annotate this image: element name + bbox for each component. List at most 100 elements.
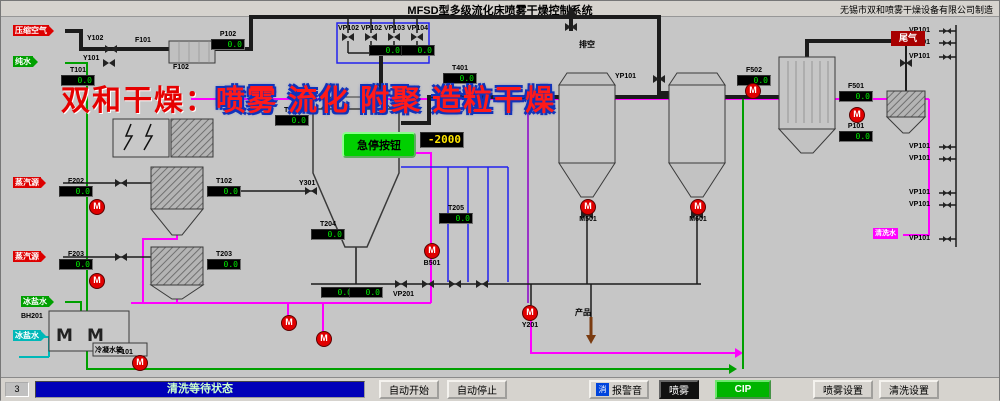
agitator-icons: M M [56, 326, 104, 346]
instrument-tag: P102 [219, 31, 237, 38]
cyclone-r-body [886, 90, 926, 118]
valve-icon [943, 144, 951, 150]
mute-icon: 消 [596, 383, 609, 396]
tag-VP101-8: VP101 [909, 235, 931, 242]
pump-icon[interactable] [132, 355, 148, 371]
fluidbed1-cap [558, 72, 616, 86]
heater-box [112, 118, 170, 158]
pump-icon-M601[interactable]: M601 [689, 199, 707, 223]
valve-icon [105, 45, 117, 53]
pump-icon[interactable] [89, 273, 105, 289]
pump-icon[interactable] [281, 315, 297, 331]
tag-BH201: BH201 [21, 313, 43, 320]
vent-arrowhead [566, 6, 576, 15]
valve-icon [943, 40, 951, 46]
fluidbed2-body [668, 84, 726, 164]
pump-icon-Y201[interactable]: Y201 [522, 305, 538, 329]
right-valve-column [939, 25, 957, 247]
instrument-value: 0.0 [207, 259, 241, 270]
source-steam-2: 蒸汽源 [13, 251, 41, 262]
instrument-value: 0.0 [59, 259, 93, 270]
instrument-value: 0.0 [401, 45, 435, 56]
tag-VP101-1: VP101 [909, 27, 930, 35]
emergency-stop-button[interactable]: 急停按钮 [342, 132, 416, 158]
instrument-valve-display-1: 0.0 [369, 45, 403, 56]
valve-icon [565, 23, 577, 31]
auto-stop-button[interactable]: 自动停止 [447, 380, 507, 399]
tailgas-label: 尾气 [891, 31, 925, 46]
instrument-tag: F203 [68, 251, 84, 258]
valve-icon [115, 179, 127, 187]
pump-icon[interactable] [745, 83, 761, 99]
valve-icon [943, 156, 951, 162]
valve-icon [900, 59, 912, 67]
pump-icon[interactable] [89, 199, 105, 215]
condensate-box [92, 342, 148, 357]
tag-VP101-4: VP101 [909, 143, 931, 150]
product-label: 产品 [575, 308, 591, 317]
tag-Y101: Y101 [83, 55, 100, 62]
baghouse-body [778, 56, 836, 130]
instrument-value: 0.0 [839, 91, 873, 102]
tag-VP201: VP201 [393, 291, 415, 298]
instrument-tag: T401 [452, 65, 468, 72]
tag-VP101-7: VP101 [909, 201, 931, 208]
tag-Y301: Y301 [299, 180, 316, 187]
spray-settings-button[interactable]: 喷雾设置 [813, 380, 873, 399]
valve-icon [395, 280, 407, 288]
clean-settings-button[interactable]: 清洗设置 [879, 380, 939, 399]
tag-VP102a: VP102 [338, 25, 360, 32]
green-water-lines [65, 62, 744, 374]
lightning-icon [123, 123, 154, 151]
pump-tag: M601 [689, 216, 707, 223]
spray-tower-cap [319, 96, 393, 110]
footer-bar: 3 清洗等待状态 自动开始 自动停止 消 报警音 喷雾 CIP 喷雾设置 清洗设… [1, 377, 999, 401]
instrument-value: 0.0 [61, 75, 95, 86]
cip-water-label: 清洗水 [873, 228, 898, 239]
tag-VP103: VP103 [384, 25, 406, 32]
auto-start-button[interactable]: 自动开始 [379, 380, 439, 399]
air-filter-box [168, 40, 216, 64]
svg-text:M: M [87, 326, 104, 346]
instrument-value: 0.0 [275, 115, 309, 126]
valve-icon [103, 59, 115, 67]
valve-icon [943, 202, 951, 208]
pump-icon[interactable] [849, 107, 865, 123]
cip-button[interactable]: CIP [715, 380, 771, 399]
source-compressed-air: 压缩空气 [13, 25, 49, 36]
main-display-value: -2000 [420, 132, 464, 148]
cyclone-b-body [150, 246, 204, 286]
pump-icon-B501[interactable]: B501 [424, 243, 440, 267]
mute-alarm-button[interactable]: 消 报警音 [589, 380, 649, 399]
pipe-magenta-right-drop [903, 99, 930, 236]
valve-icon [422, 280, 434, 288]
pump-tag: B501 [423, 260, 441, 267]
pump-icon[interactable] [316, 331, 332, 347]
pipe-brine [65, 301, 82, 311]
cyclone-a-body [150, 166, 204, 210]
valve-icon [305, 187, 317, 195]
valve-icon [388, 33, 400, 41]
instrument-tag: F502 [746, 67, 762, 74]
valve-icon [342, 33, 354, 41]
page-title: MFSD型多级流化床喷雾干燥控制系统 [407, 5, 593, 17]
cyclone-r-cone [885, 116, 927, 134]
tag-VP101-5: VP101 [909, 155, 931, 162]
valve-icon [449, 280, 461, 288]
pump-tag: Y201 [521, 322, 539, 329]
pump-icon-M501[interactable]: M501 [579, 199, 597, 223]
instrument-value: 0.0 [369, 45, 403, 56]
duct-baghouse-out [805, 39, 891, 57]
spray-button[interactable]: 喷雾 [659, 380, 699, 399]
baghouse-cone [777, 128, 837, 154]
instrument-value: 0.0 [439, 213, 473, 224]
pipe-magenta-cycloneA [142, 235, 178, 303]
